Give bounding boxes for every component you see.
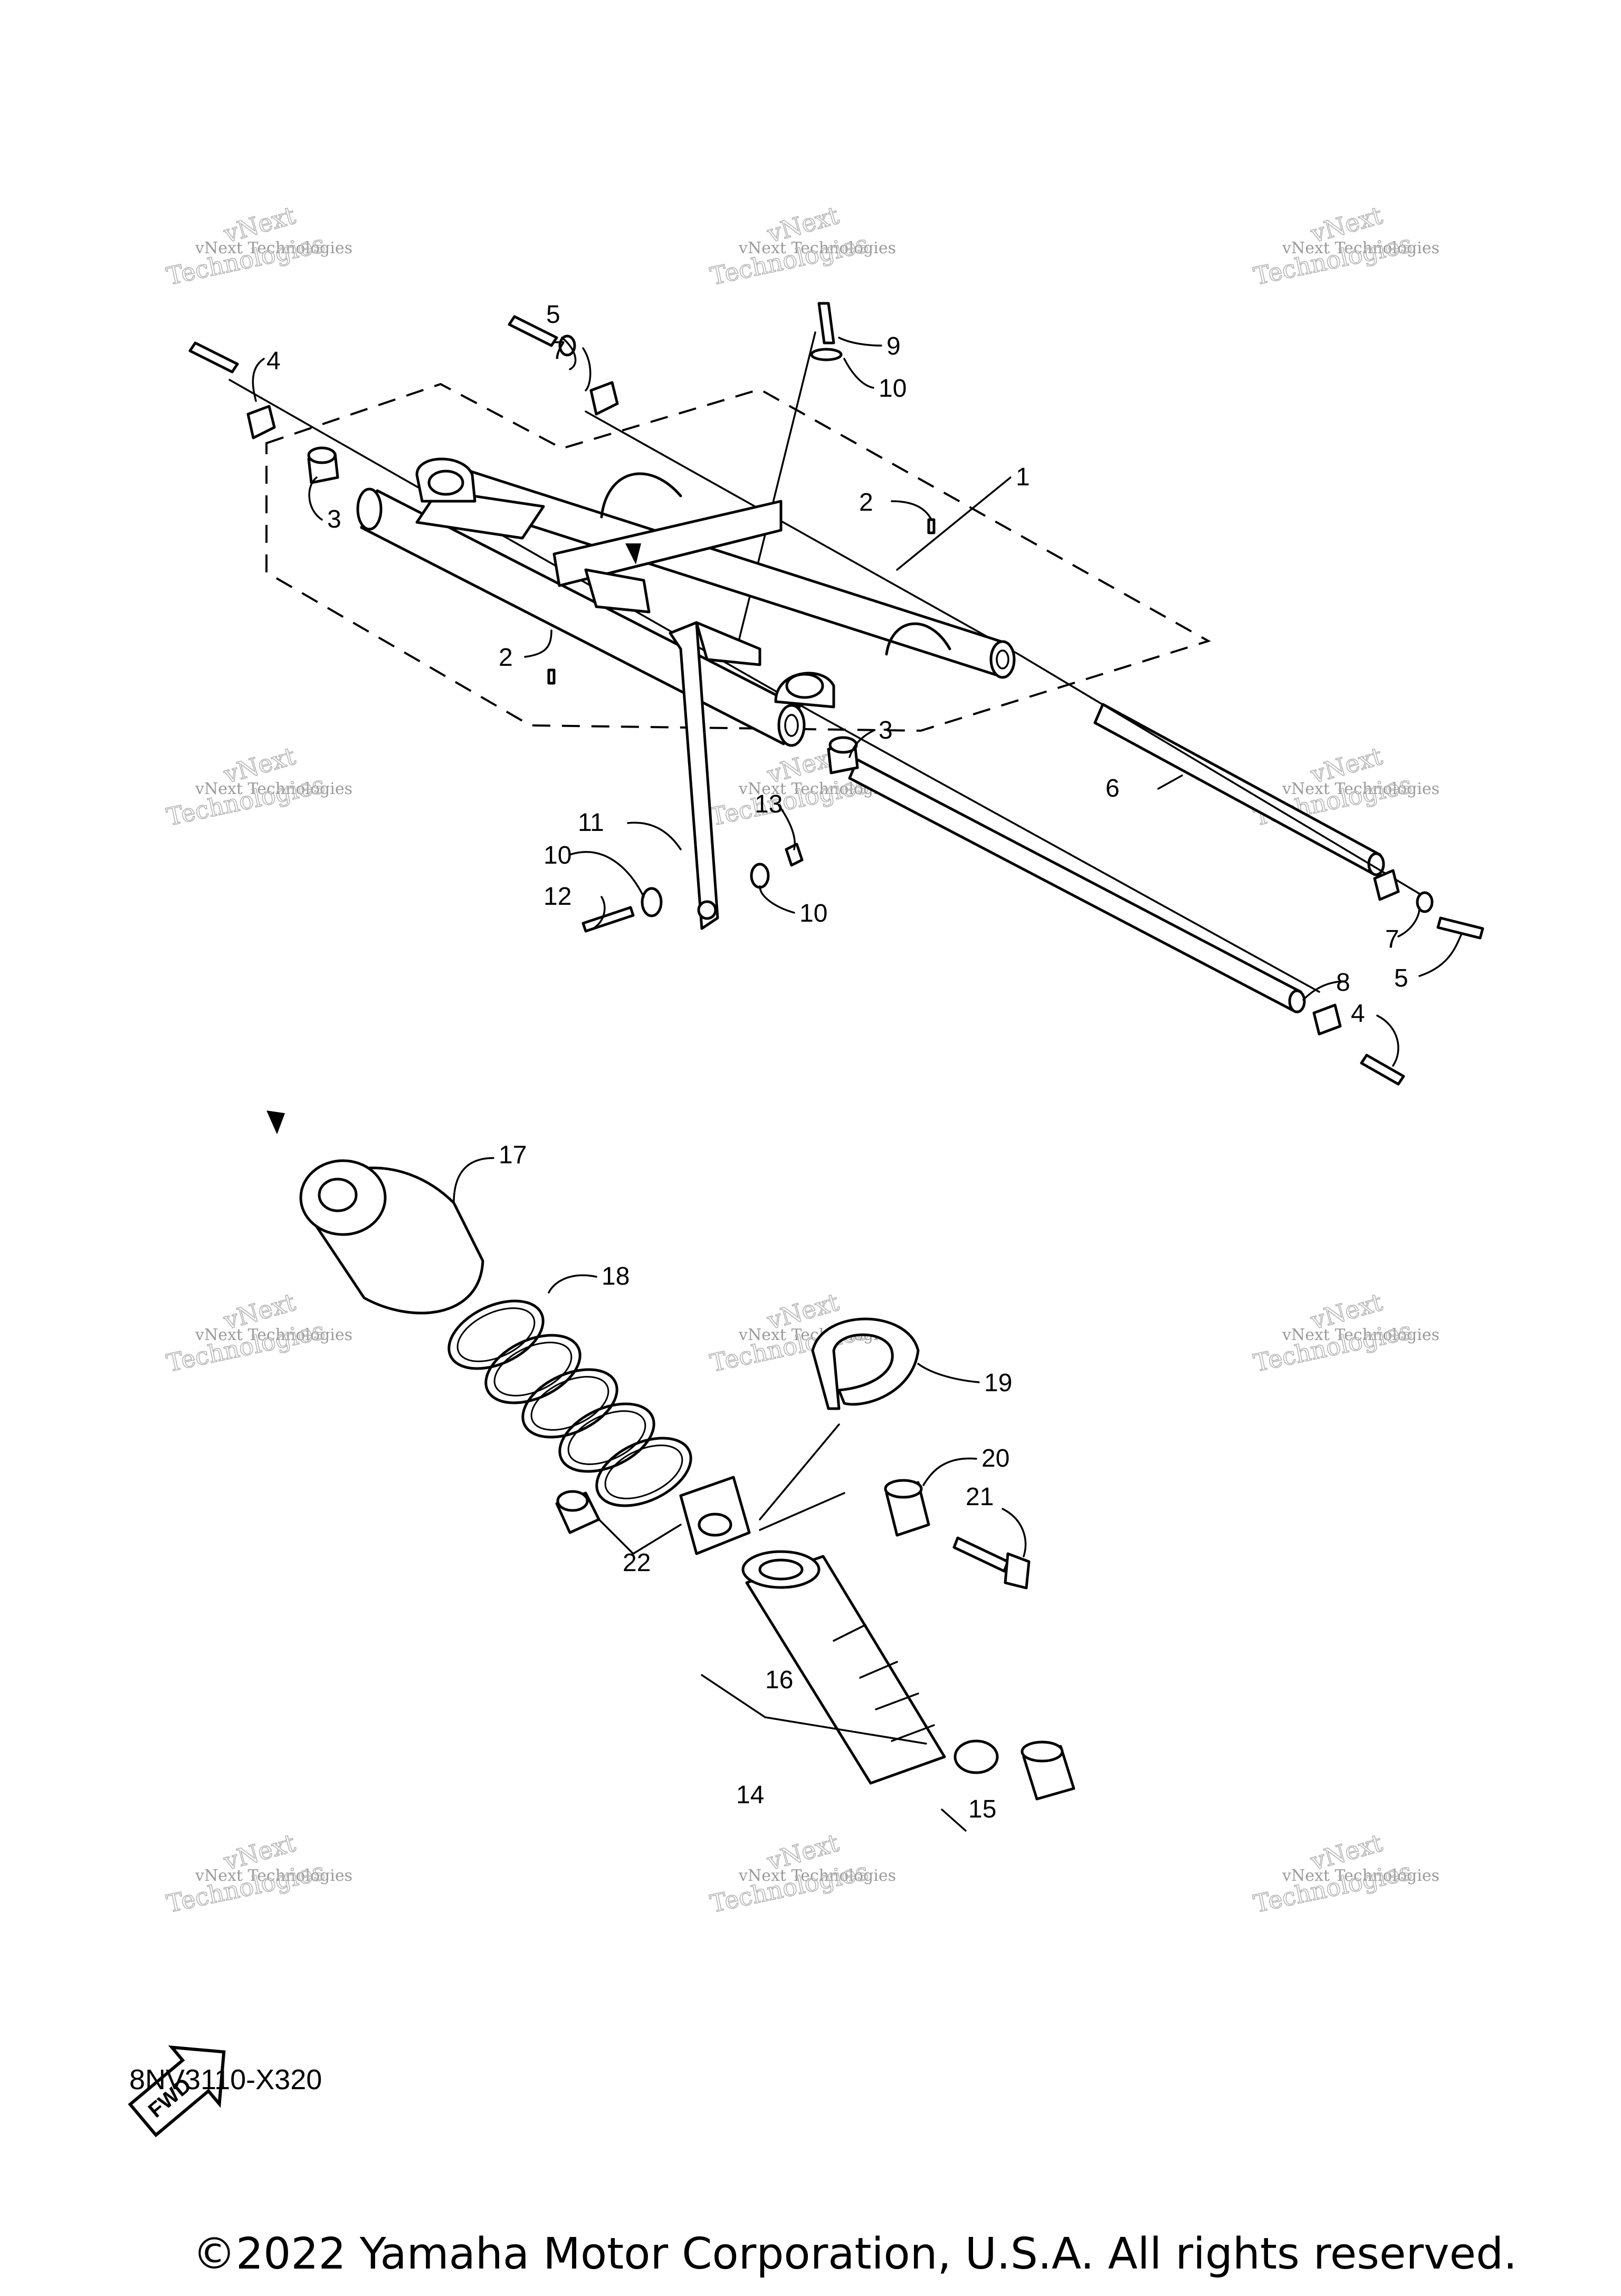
spring-coil — [595, 1437, 692, 1507]
part-label-7b: 7 — [1385, 925, 1399, 953]
svg-text:vNext Technologies: vNext Technologies — [195, 1326, 352, 1344]
spring-coil — [530, 1376, 609, 1431]
svg-text:vNext Technologies: vNext Technologies — [1282, 780, 1439, 798]
part-label-20: 20 — [981, 1444, 1009, 1472]
part-label-5a: 5 — [546, 301, 560, 329]
diagram-code: 8NV3110-X320 — [129, 2064, 322, 2096]
spring-coil — [604, 1444, 683, 1499]
svg-text:vNext Technologies: vNext Technologies — [195, 780, 352, 798]
svg-text:vNext Technologies: vNext Technologies — [195, 1867, 352, 1885]
spring-coil — [521, 1368, 618, 1439]
spring-coil — [447, 1299, 545, 1370]
part-label-15: 15 — [968, 1795, 996, 1823]
svg-text:vNext Technologies: vNext Technologies — [195, 239, 352, 257]
spring-coil — [456, 1307, 536, 1362]
part-label-3a: 3 — [327, 505, 341, 533]
swing-arm-assembly — [188, 302, 1484, 1086]
part-label-5b: 5 — [1394, 964, 1408, 992]
copyright-notice: ©2022 Yamaha Motor Corporation, U.S.A. A… — [193, 2229, 1517, 2279]
part-label-10a: 10 — [879, 375, 907, 403]
svg-text:vNext Technologies: vNext Technologies — [738, 1867, 896, 1885]
part-label-9: 9 — [886, 332, 901, 360]
part-label-22: 22 — [623, 1549, 651, 1577]
part-label-6: 6 — [1105, 774, 1120, 802]
part-label-10b: 10 — [543, 841, 571, 869]
part-labels: 1 2 2 3 3 4 4 5 5 6 7 7 8 9 10 10 10 11 … — [266, 301, 1408, 1823]
svg-text:vNext Technologies: vNext Technologies — [738, 239, 896, 257]
part-label-12: 12 — [543, 883, 571, 911]
part-label-4a: 4 — [266, 347, 281, 375]
svg-text:vNext Technologies: vNext Technologies — [1282, 1326, 1439, 1344]
part-label-2b: 2 — [499, 644, 513, 672]
part-label-21: 21 — [966, 1483, 994, 1511]
part-label-10c: 10 — [799, 900, 827, 927]
spring-coil — [493, 1342, 573, 1396]
shock-assembly — [266, 1111, 1075, 1832]
part-label-17: 17 — [499, 1141, 527, 1169]
part-label-11: 11 — [578, 809, 604, 837]
part-label-2a: 2 — [859, 489, 873, 516]
part-label-1: 1 — [1016, 463, 1030, 491]
svg-text:vNext Technologies: vNext Technologies — [1282, 239, 1439, 257]
svg-text:vNext Technologies: vNext Technologies — [1282, 1867, 1439, 1885]
spring-coil — [567, 1410, 646, 1465]
part-label-14: 14 — [736, 1781, 764, 1809]
part-label-19: 19 — [984, 1369, 1012, 1397]
part-label-7a: 7 — [551, 337, 566, 365]
spring-coil — [558, 1402, 655, 1473]
label-leaders — [252, 337, 1463, 1557]
part-label-4b: 4 — [1351, 1000, 1365, 1028]
spring-coil — [484, 1334, 581, 1404]
part-label-16: 16 — [765, 1666, 793, 1694]
part-label-18: 18 — [602, 1262, 630, 1290]
part-label-3b: 3 — [879, 716, 893, 744]
